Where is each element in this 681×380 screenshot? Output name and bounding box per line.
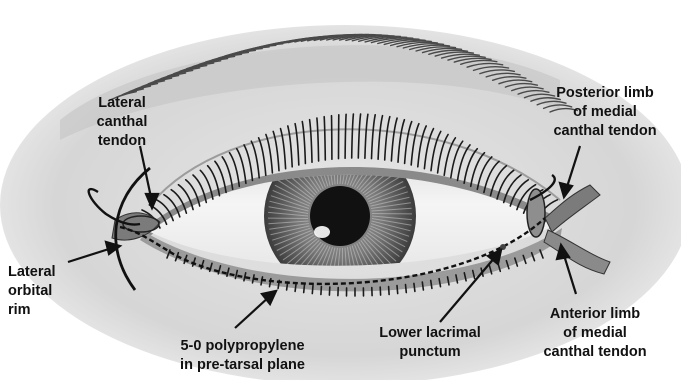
lower-eyelash — [397, 286, 398, 294]
label-polypropylene: 5-0 polypropylene in pre-tarsal plane — [155, 337, 330, 375]
label-lateral-orbital-rim: Lateral orbital rim — [8, 263, 78, 320]
lower-eyelash — [389, 287, 390, 295]
lower-eyelash — [321, 287, 322, 295]
label-lateral-canthal-tendon: Lateral canthal tendon — [82, 94, 162, 151]
lower-eyelash — [304, 285, 305, 293]
eyelash — [345, 114, 346, 158]
lower-eyelash — [422, 282, 423, 290]
lower-eyelash — [295, 283, 296, 291]
eye-highlight — [314, 226, 330, 238]
lower-eyelash — [406, 285, 407, 293]
lower-eyelash — [414, 283, 415, 291]
label-posterior-limb: Posterior limb of medial canthal tendon — [535, 84, 675, 141]
lower-eyelash — [312, 286, 313, 294]
label-anterior-limb: Anterior limb of medial canthal tendon — [520, 305, 670, 362]
label-lower-lacrimal-punctum: Lower lacrimal punctum — [365, 324, 495, 362]
